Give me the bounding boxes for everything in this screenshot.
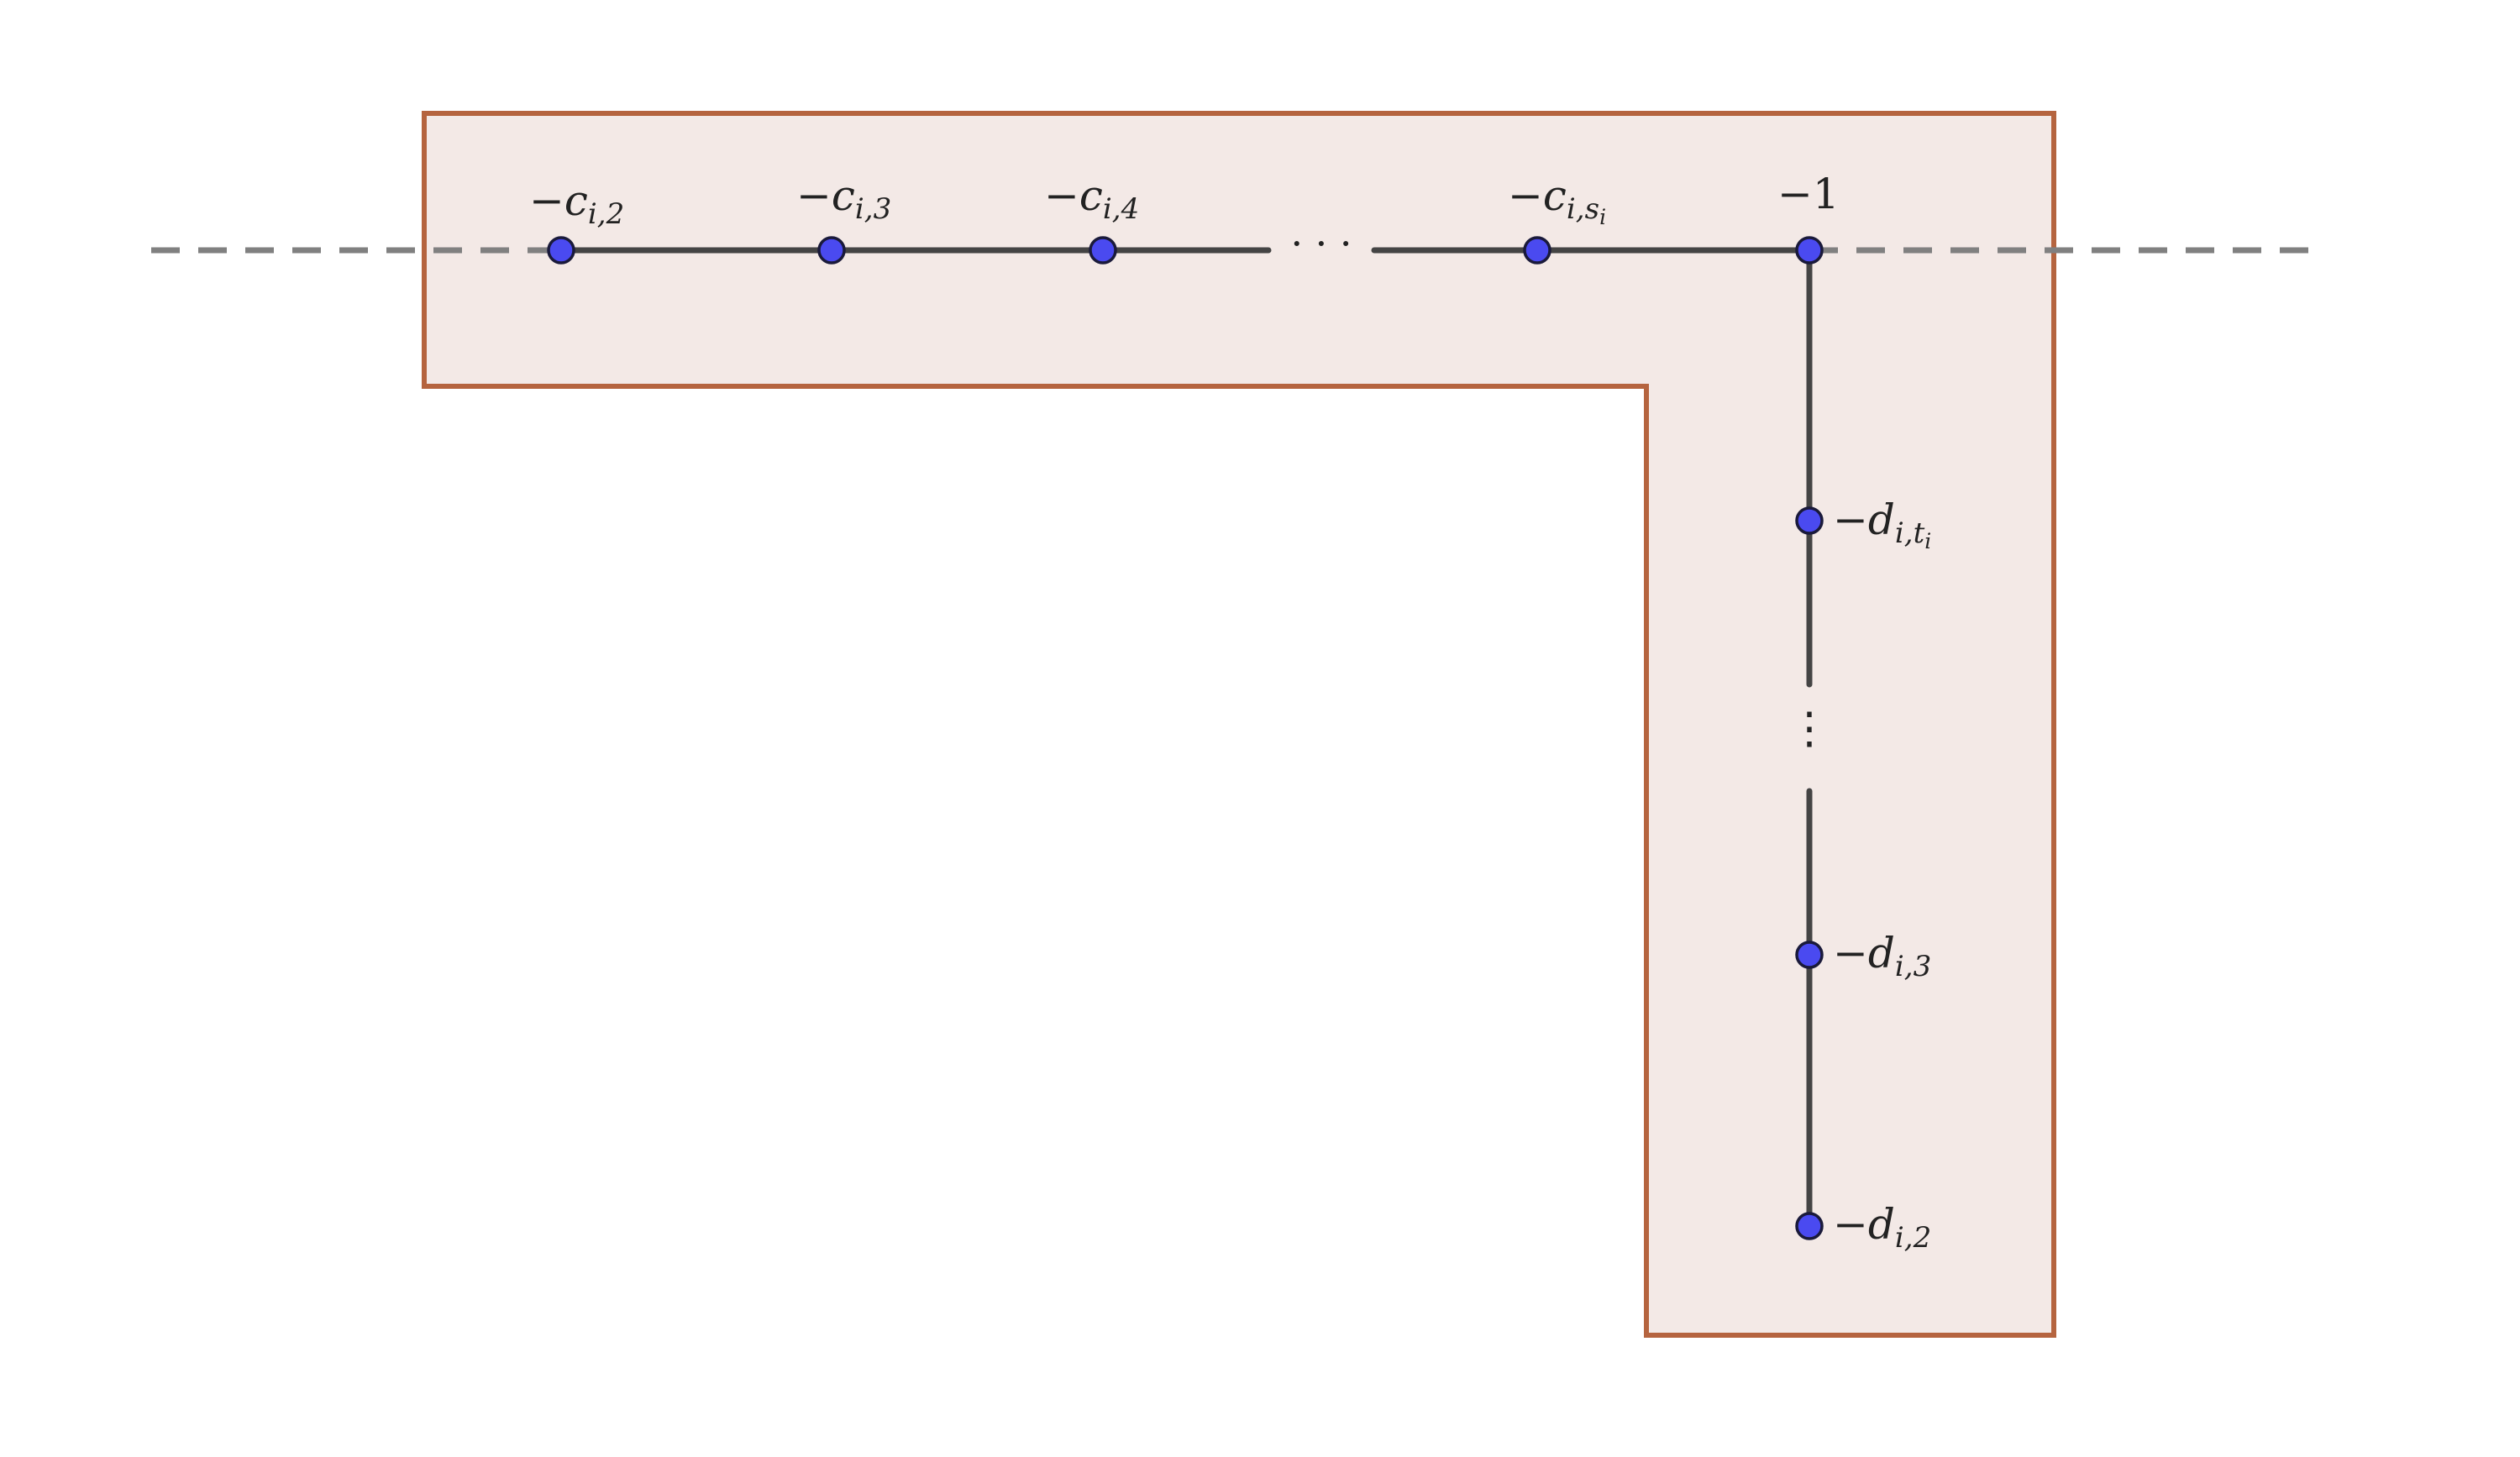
vertical-ellipsis: ⋮ bbox=[1788, 704, 1831, 754]
label-d-i-3-base: d bbox=[1868, 929, 1895, 977]
label-d-i-ti-base: d bbox=[1868, 495, 1895, 544]
label-d-i-2-base: d bbox=[1868, 1200, 1895, 1249]
label-c-i-3: −ci,3 bbox=[796, 171, 891, 226]
label-d-i-ti-subsub: i bbox=[1924, 529, 1931, 553]
label-minus-1-text: −1 bbox=[1777, 170, 1840, 218]
label-d-i-2: −di,2 bbox=[1833, 1200, 1931, 1255]
label-c-i-si-prefix: − bbox=[1508, 171, 1543, 220]
label-d-i-3-sub: i,3 bbox=[1895, 950, 1931, 983]
label-c-i-si-subsub: i bbox=[1599, 205, 1606, 229]
label-d-i-3-prefix: − bbox=[1833, 929, 1868, 977]
node-c-i-3 bbox=[817, 236, 846, 265]
node-d-i-ti bbox=[1795, 506, 1824, 535]
l-shaped-region bbox=[422, 111, 2056, 1338]
label-c-i-4: −ci,4 bbox=[1044, 171, 1139, 226]
label-c-i-3-prefix: − bbox=[796, 171, 832, 220]
label-c-i-4-base: c bbox=[1079, 171, 1103, 220]
node-d-i-3 bbox=[1795, 941, 1824, 969]
node-c-i-4 bbox=[1089, 236, 1117, 265]
label-d-i-ti-sub: i,t bbox=[1895, 516, 1925, 550]
label-d-i-3: −di,3 bbox=[1833, 929, 1931, 983]
label-d-i-ti-prefix: − bbox=[1833, 495, 1868, 544]
node-minus-1 bbox=[1795, 236, 1824, 265]
label-c-i-si: −ci,si bbox=[1508, 171, 1606, 229]
label-c-i-3-sub: i,3 bbox=[855, 192, 891, 226]
label-c-i-2-sub: i,2 bbox=[588, 197, 624, 231]
label-c-i-4-prefix: − bbox=[1044, 171, 1079, 220]
label-d-i-ti: −di,ti bbox=[1833, 495, 1931, 553]
label-minus-1: −1 bbox=[1777, 170, 1840, 218]
label-c-i-2: −ci,2 bbox=[529, 176, 624, 231]
label-c-i-2-prefix: − bbox=[529, 176, 564, 225]
node-d-i-2 bbox=[1795, 1212, 1824, 1240]
label-c-i-2-base: c bbox=[564, 176, 588, 225]
label-c-i-si-sub: i,s bbox=[1567, 192, 1599, 226]
label-c-i-4-sub: i,4 bbox=[1103, 192, 1139, 226]
label-d-i-2-prefix: − bbox=[1833, 1200, 1868, 1249]
label-d-i-2-sub: i,2 bbox=[1895, 1221, 1931, 1255]
node-c-i-2 bbox=[547, 236, 575, 265]
label-c-i-3-base: c bbox=[832, 171, 855, 220]
horizontal-ellipsis: · · · bbox=[1290, 221, 1352, 266]
label-c-i-si-base: c bbox=[1543, 171, 1567, 220]
node-c-i-si bbox=[1523, 236, 1551, 265]
